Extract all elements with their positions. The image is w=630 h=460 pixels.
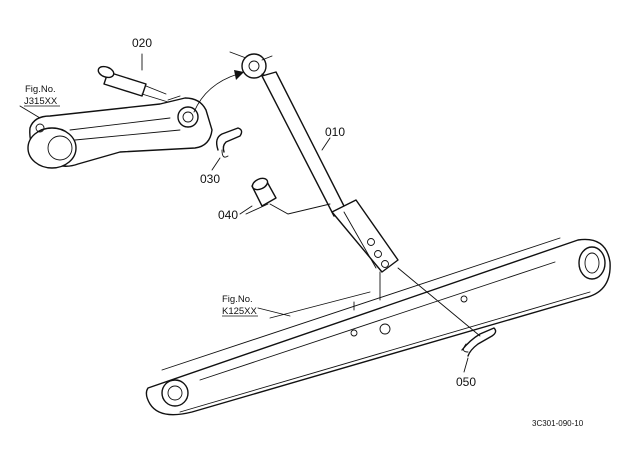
fig-ref-code-2: K125XX [222,306,258,317]
pin-020 [97,65,169,103]
leader-lines [19,53,469,373]
label-020: 020 [132,36,152,50]
clip-050 [397,267,497,357]
lift-rod-010 [229,51,399,301]
fig-ref-label-1: Fig.No. [25,84,56,95]
label-050: 050 [456,375,476,389]
assembly-arrow [193,70,244,113]
lift-arm [27,95,213,169]
fig-ref-code-1: J315XX [24,96,58,107]
label-030: 030 [200,172,220,186]
label-010: 010 [325,125,345,139]
lower-link-bar [145,237,611,416]
fig-ref-label-2: Fig.No. [222,294,253,305]
linch-pin-030 [215,127,243,158]
drawing-code: 3C301-090-10 [532,419,584,428]
label-040: 040 [218,208,238,222]
clevis-pin-040 [245,177,331,215]
